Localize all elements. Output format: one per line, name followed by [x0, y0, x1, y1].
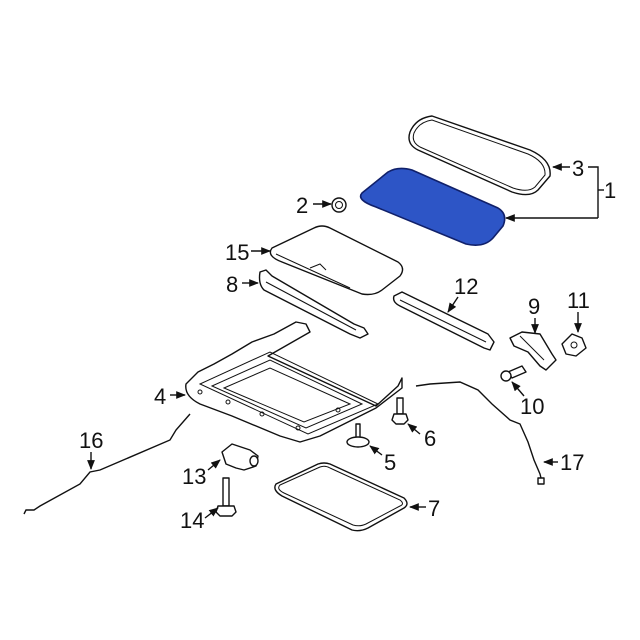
callout-2[interactable]: 2: [296, 193, 308, 218]
callout-10[interactable]: 10: [520, 394, 544, 419]
part-6-bolt[interactable]: [391, 397, 409, 425]
part-8-guide-rail-left[interactable]: [258, 269, 369, 339]
callout-11[interactable]: 11: [567, 288, 590, 313]
part-10-bolt[interactable]: [500, 365, 527, 382]
callout-6[interactable]: 6: [424, 426, 436, 451]
callout-17[interactable]: 17: [560, 450, 584, 475]
part-17-drain-hose-rear[interactable]: [415, 381, 545, 485]
leader-13: [207, 459, 221, 471]
leader-14: [204, 507, 219, 519]
leader-10: [511, 381, 525, 397]
bracket-1: [588, 166, 599, 218]
part-2-nut[interactable]: [331, 197, 347, 213]
part-9-bracket[interactable]: [509, 331, 557, 371]
leader-12: [447, 296, 459, 313]
part-4-sunroof-frame[interactable]: [185, 321, 403, 443]
callout-12[interactable]: 12: [454, 274, 478, 299]
callout-3[interactable]: 3: [572, 156, 584, 181]
callout-1[interactable]: 1: [604, 178, 616, 203]
callout-13[interactable]: 13: [182, 464, 206, 489]
callout-14[interactable]: 14: [180, 508, 204, 533]
part-12-guide-rail-right[interactable]: [392, 291, 495, 351]
part-16-drain-hose-front[interactable]: [23, 413, 191, 515]
part-3-glass-seal[interactable]: [408, 115, 551, 196]
part-14-bolt[interactable]: [215, 477, 237, 517]
callout-16[interactable]: 16: [79, 428, 103, 453]
part-1-glass-panel[interactable]: [359, 167, 506, 246]
callout-8[interactable]: 8: [226, 272, 238, 297]
callout-5[interactable]: 5: [384, 450, 396, 475]
part-13-motor[interactable]: [221, 443, 259, 471]
part-7-frame-seal[interactable]: [274, 462, 408, 532]
part-5-clip[interactable]: [346, 423, 370, 448]
part-15-sunshade[interactable]: [269, 225, 404, 296]
callout-15[interactable]: 15: [225, 240, 249, 265]
callout-7[interactable]: 7: [428, 496, 440, 521]
leader-5: [369, 445, 383, 456]
callout-9[interactable]: 9: [528, 294, 540, 319]
part-11-clip[interactable]: [561, 333, 587, 357]
leader-6: [407, 423, 421, 435]
callout-4[interactable]: 4: [154, 384, 166, 409]
